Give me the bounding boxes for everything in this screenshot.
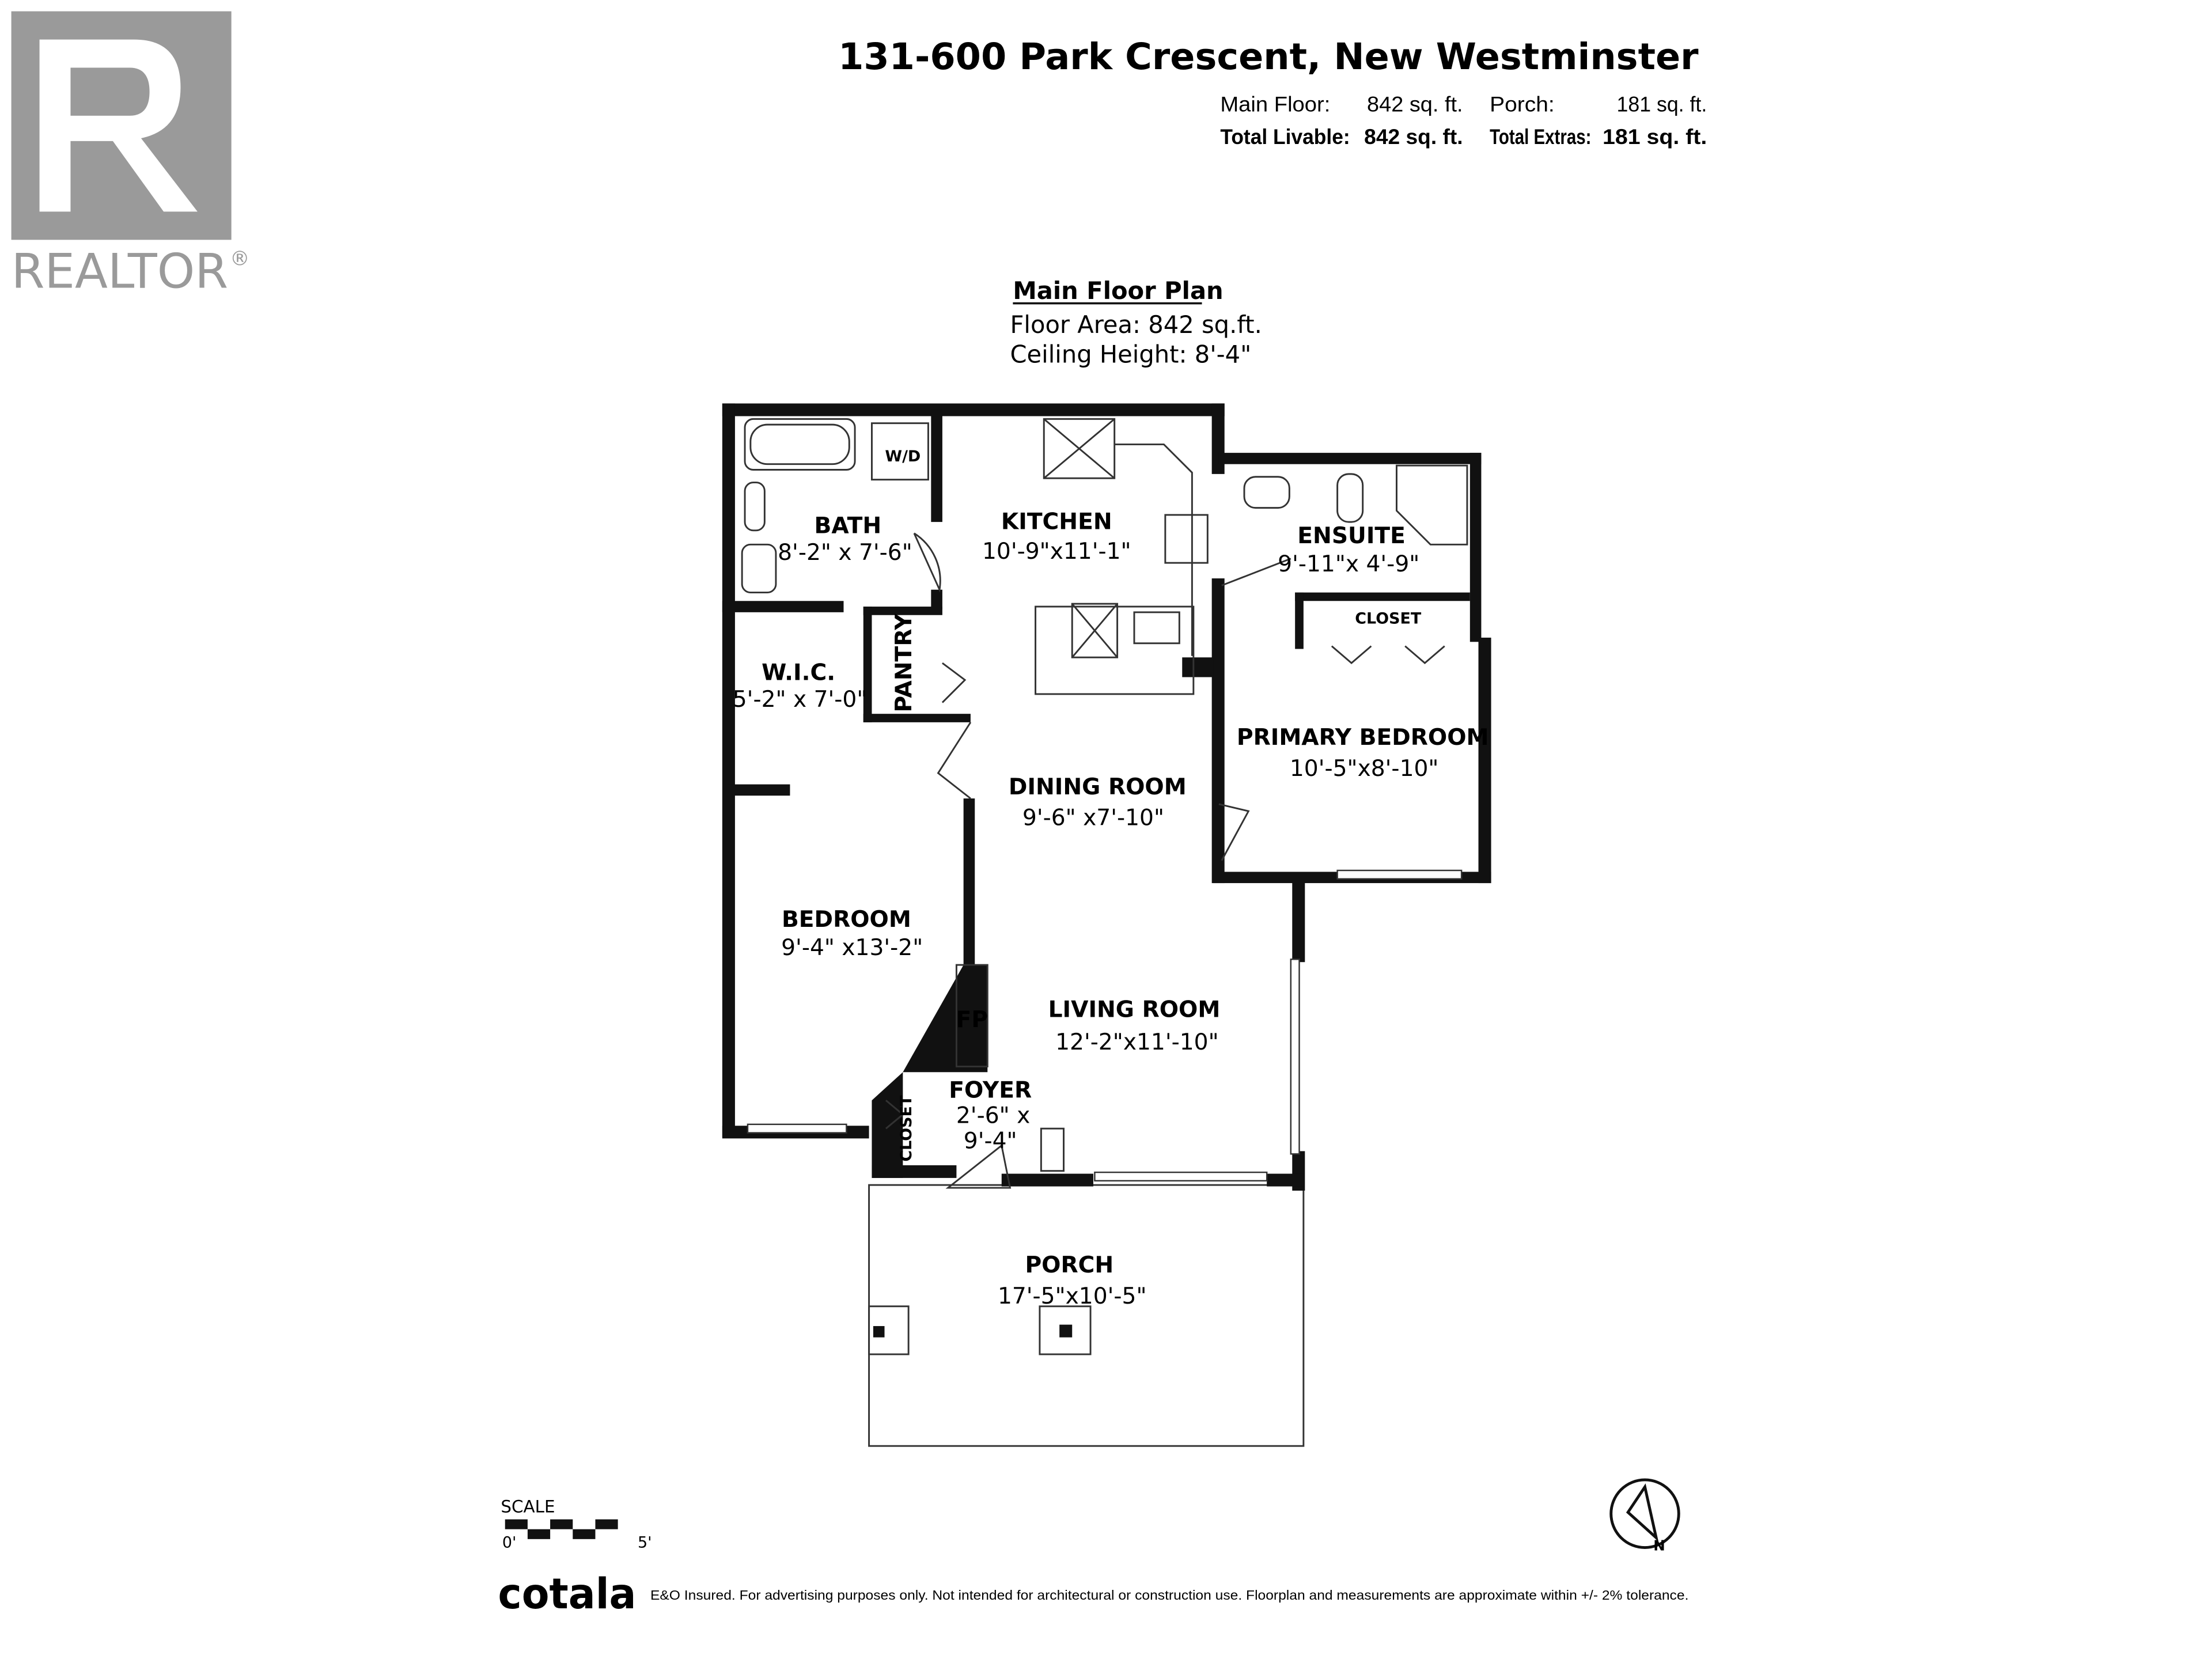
porch-label: PORCH: [1025, 1252, 1113, 1278]
main-floor-value: 842 sq. ft.: [1367, 92, 1463, 116]
floor-area: Floor Area: 842 sq.ft.: [1010, 310, 1262, 339]
foyer-dims-2: 9'-4": [964, 1128, 1017, 1154]
porch-label: Porch:: [1490, 92, 1555, 116]
plan-title: Main Floor Plan: [1013, 276, 1223, 305]
fireplace-label: FP: [956, 1007, 988, 1033]
dining-label: DINING ROOM: [1009, 774, 1187, 800]
bath-label: BATH: [815, 513, 882, 539]
kitchen-dims: 10'-9"x11'-1": [982, 539, 1131, 565]
total-livable-value: 842 sq. ft.: [1364, 125, 1463, 149]
ensuite-dims: 9'-11"x 4'-9": [1278, 551, 1419, 577]
dining-dims: 9'-6" x7'-10": [1022, 805, 1164, 831]
svg-text:N: N: [1653, 1537, 1665, 1554]
walls: [722, 403, 1491, 1191]
svg-text:5': 5': [638, 1534, 652, 1552]
bath-dims: 8'-2" x 7'-6": [778, 540, 912, 566]
svg-text:0': 0': [502, 1534, 517, 1552]
realtor-logo: REALTOR ®: [11, 11, 249, 300]
main-floor-label: Main Floor:: [1220, 92, 1330, 116]
wic-label: W.I.C.: [762, 660, 835, 685]
total-extras-label: Total Extras:: [1490, 125, 1591, 149]
ensuite-label: ENSUITE: [1297, 523, 1406, 549]
total-extras-value: 181 sq. ft.: [1603, 125, 1707, 149]
disclaimer: E&O Insured. For advertising purposes on…: [650, 1588, 1688, 1603]
foyer-dims-1: 2'-6" x: [956, 1103, 1030, 1128]
pantry-label: PANTRY: [891, 613, 917, 713]
kitchen-label: KITCHEN: [1001, 509, 1112, 535]
primary-bedroom-dims: 10'-5"x8'-10": [1290, 756, 1439, 782]
foyer-closet-label: CLOSET: [897, 1095, 915, 1162]
ceiling-height: Ceiling Height: 8'-4": [1010, 340, 1251, 368]
living-dims: 12'-2"x11'-10": [1055, 1029, 1218, 1055]
porch-dims: 17'-5"x10'-5": [998, 1283, 1147, 1309]
foyer-label: FOYER: [949, 1077, 1032, 1103]
address-title: 131-600 Park Crescent, New Westminster: [838, 36, 1699, 78]
wd-label: W/D: [885, 448, 921, 465]
scale-bar: SCALE 0' 5': [501, 1497, 652, 1551]
svg-text:SCALE: SCALE: [501, 1497, 555, 1516]
porch-value: 181 sq. ft.: [1617, 92, 1707, 116]
primary-bedroom-label: PRIMARY BEDROOM: [1237, 725, 1489, 751]
primary-closet-label: CLOSET: [1355, 609, 1422, 627]
porch-outline: [868, 1184, 1305, 1447]
cotala-logo: cotala: [498, 1570, 636, 1619]
bedroom-dims: 9'-4" x13'-2": [781, 935, 923, 961]
living-label: LIVING ROOM: [1048, 997, 1221, 1023]
north-arrow-icon: N: [1609, 1478, 1680, 1554]
fixtures: [741, 418, 1468, 1189]
svg-text:REALTOR: REALTOR: [12, 244, 229, 300]
wic-dims: 5'-2" x 7'-0": [733, 687, 868, 713]
svg-text:®: ®: [230, 247, 249, 270]
bedroom-label: BEDROOM: [782, 907, 911, 933]
total-livable-label: Total Livable:: [1220, 125, 1350, 149]
